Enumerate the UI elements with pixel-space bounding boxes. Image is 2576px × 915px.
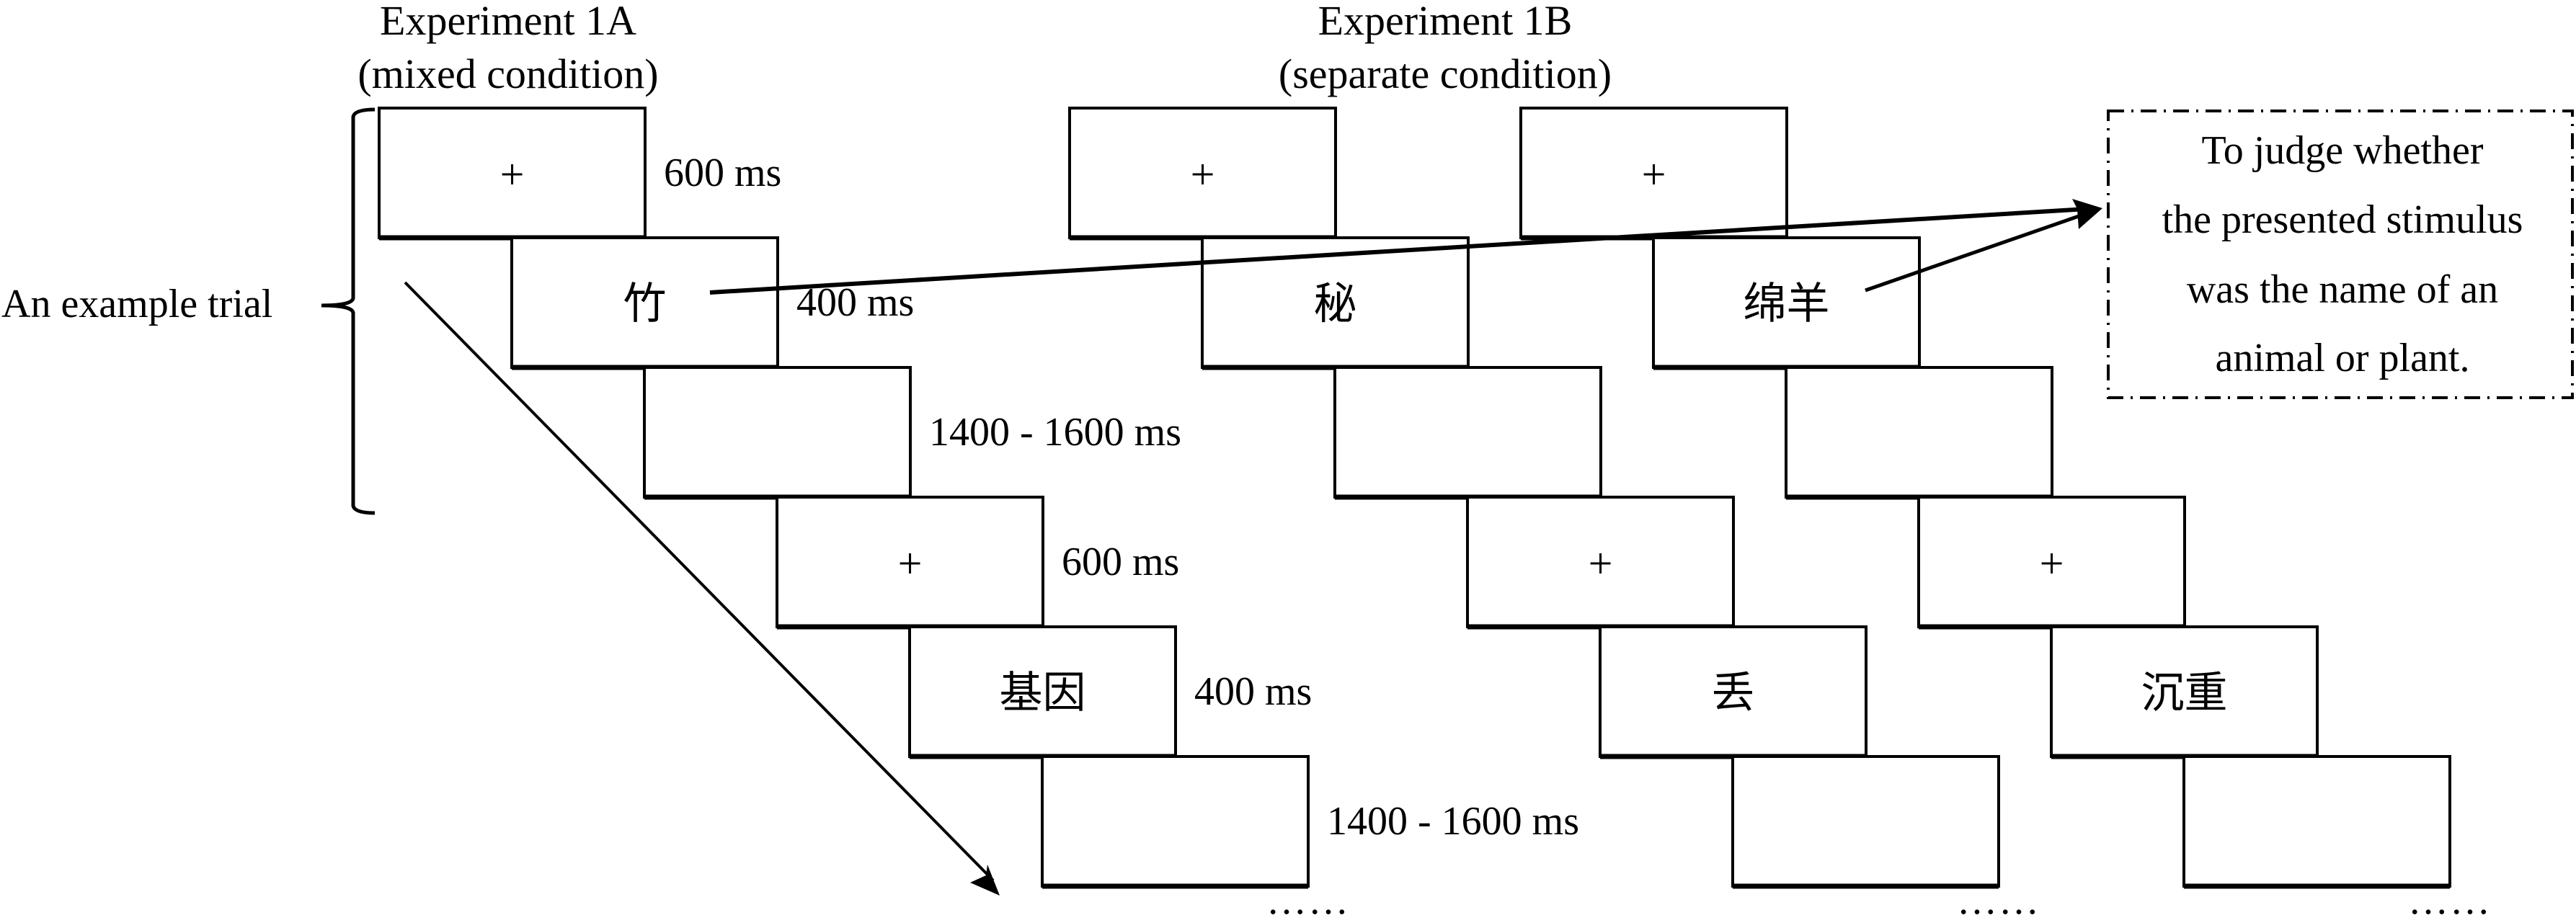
screen-frame (1917, 496, 2186, 628)
screen-frame (1652, 236, 1921, 369)
task-note-line: animal or plant. (2215, 336, 2469, 380)
screen-frame (1068, 107, 1337, 239)
screen-frame (908, 625, 1177, 758)
screen-frame (1466, 496, 1735, 628)
screen-frame (2182, 755, 2451, 888)
exp1b-sequence-2: + 绵羊 + 沉重 …… (1519, 107, 2492, 915)
frame-fixation: +600 ms (776, 496, 1179, 630)
task-arrow-head (2072, 199, 2102, 229)
continuation-ellipsis: …… (2408, 878, 2492, 915)
screen-frame (510, 236, 779, 369)
stimulus-word: 丢 (1712, 668, 1755, 718)
continuation-ellipsis: …… (1957, 878, 2040, 915)
trial-bracket (321, 107, 376, 515)
exp1a-title: Experiment 1A (380, 0, 636, 44)
fixation-cross: + (2040, 540, 2064, 587)
screen-frame (378, 107, 647, 239)
frame-blank (1785, 366, 2053, 500)
screen-frame (1785, 366, 2053, 499)
exp1b-subtitle: (separate condition) (1279, 50, 1612, 97)
duration-label: 400 ms (1194, 669, 1312, 714)
frame-fixation: +600 ms (378, 107, 781, 241)
task-arrow-from-separate-shaft (1865, 213, 2084, 293)
exp1b-title: Experiment 1B (1318, 0, 1573, 44)
screen-frame (776, 496, 1044, 628)
frame-stimulus: 沉重 (2050, 625, 2319, 759)
frame-fixation: + (1068, 107, 1337, 241)
duration-label: 1400 - 1600 ms (929, 410, 1181, 455)
frame-blank: 1400 - 1600 ms (643, 366, 1181, 500)
screen-frame (1599, 625, 1867, 758)
duration-label: 600 ms (1062, 540, 1179, 584)
arrows-layer (404, 199, 2102, 896)
time-arrow-head (970, 865, 1000, 896)
frame-blank (1731, 755, 2000, 889)
frame-stimulus: 基因 400 ms (908, 625, 1312, 759)
example-trial-label: An example trial (1, 282, 272, 326)
exp1b-sequence-1: + 秘 + 丢 …… (1068, 107, 2040, 915)
exp1a-subtitle: (mixed condition) (357, 50, 658, 97)
duration-label: 1400 - 1600 ms (1327, 799, 1579, 844)
fixation-cross: + (1589, 540, 1613, 587)
screen-frame (1519, 107, 1788, 239)
frame-fixation: + (1917, 496, 2186, 630)
screen-frame (2050, 625, 2319, 758)
frame-blank: 1400 - 1600 ms (1041, 755, 1579, 889)
frame-fixation: + (1519, 107, 1788, 241)
screen-frame (1041, 755, 1310, 888)
screen-frame (1731, 755, 2000, 888)
continuation-ellipsis: …… (1266, 878, 1350, 915)
frame-blank (1333, 366, 1602, 500)
frame-blank (2182, 755, 2451, 889)
duration-label: 600 ms (664, 151, 781, 195)
frame-stimulus: 秘 (1201, 236, 1470, 370)
task-note-line: the presented stimulus (2162, 197, 2523, 242)
task-note-box (2107, 110, 2574, 399)
task-note-line: To judge whether (2201, 128, 2483, 173)
stimulus-word: 绵羊 (1744, 279, 1830, 329)
stimulus-word: 竹 (623, 279, 667, 329)
fixation-cross: + (500, 151, 525, 198)
stimulus-word: 基因 (1000, 668, 1086, 718)
fixation-cross: + (1191, 151, 1215, 198)
screen-frame (1333, 366, 1602, 499)
fixation-cross: + (898, 540, 923, 587)
screen-frame (643, 366, 912, 499)
stimulus-word: 秘 (1314, 279, 1357, 329)
task-arrow-from-mixed-shaft (709, 207, 2087, 295)
frame-stimulus: 丢 (1599, 625, 1867, 759)
time-arrow-shaft (404, 281, 995, 882)
fixation-cross: + (1642, 151, 1666, 198)
frame-fixation: + (1466, 496, 1735, 630)
frame-stimulus: 绵羊 (1652, 236, 1921, 370)
task-note-line: was the name of an (2187, 267, 2498, 312)
stimulus-word: 沉重 (2141, 668, 2228, 718)
